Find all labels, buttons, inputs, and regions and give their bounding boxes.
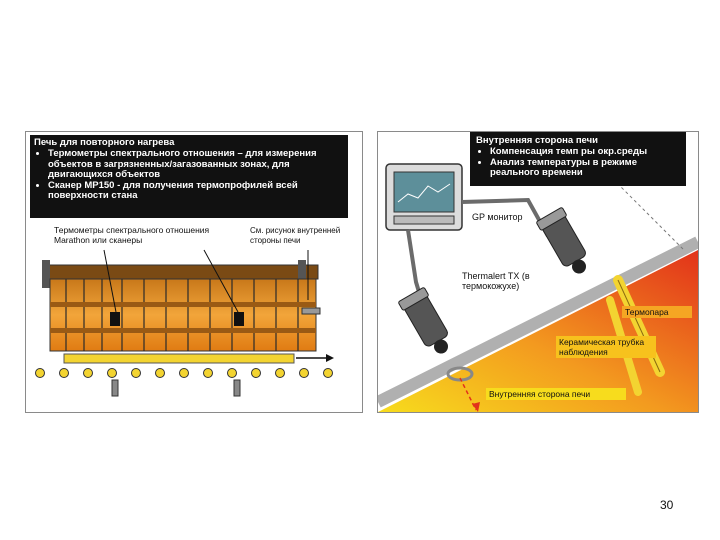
bullet-ambient-compensation: Компенсация темп ры окр.среды (490, 147, 680, 158)
furnace-band-upper (50, 302, 316, 307)
label-thermocouple: Термопара (622, 306, 692, 318)
steel-slab (64, 354, 294, 363)
inner-furnace-bullets: Компенсация темп ры окр.среды Анализ тем… (476, 147, 680, 179)
roller-table (36, 369, 333, 378)
bottom-sensor-left (112, 380, 118, 396)
label-inner-furnace-side: Внутренняя сторона печи (486, 388, 626, 400)
furnace-schematic (26, 132, 362, 412)
label-thermalert-tx: Thermalert TX (в термокожухе) (462, 272, 552, 291)
bottom-sensor-right (234, 380, 240, 396)
furnace-post-left (42, 260, 50, 288)
thermalert-upper (536, 207, 595, 280)
page-number: 30 (660, 498, 673, 512)
inner-furnace-title: Внутренняя сторона печи (476, 135, 680, 146)
sensor-right (234, 312, 244, 326)
label-ceramic-tube: Керамическая трубка наблюдения (556, 336, 656, 358)
label-gp-monitor: GP монитор (472, 213, 523, 223)
sensor-left (110, 312, 120, 326)
thermalert-lower (398, 287, 457, 360)
inner-furnace-panel: Внутренняя сторона печи Компенсация темп… (377, 131, 699, 413)
inner-furnace-header: Внутренняя сторона печи Компенсация темп… (470, 131, 686, 186)
monitor-screen (394, 172, 454, 212)
side-instrument (302, 308, 320, 314)
bullet-realtime-analysis: Анализ температуры в режиме реального вр… (490, 158, 680, 179)
furnace-band-lower (50, 328, 316, 333)
reheating-furnace-panel: Печь для повторного нагрева Термометры с… (25, 131, 363, 413)
furnace-roof (48, 265, 318, 279)
